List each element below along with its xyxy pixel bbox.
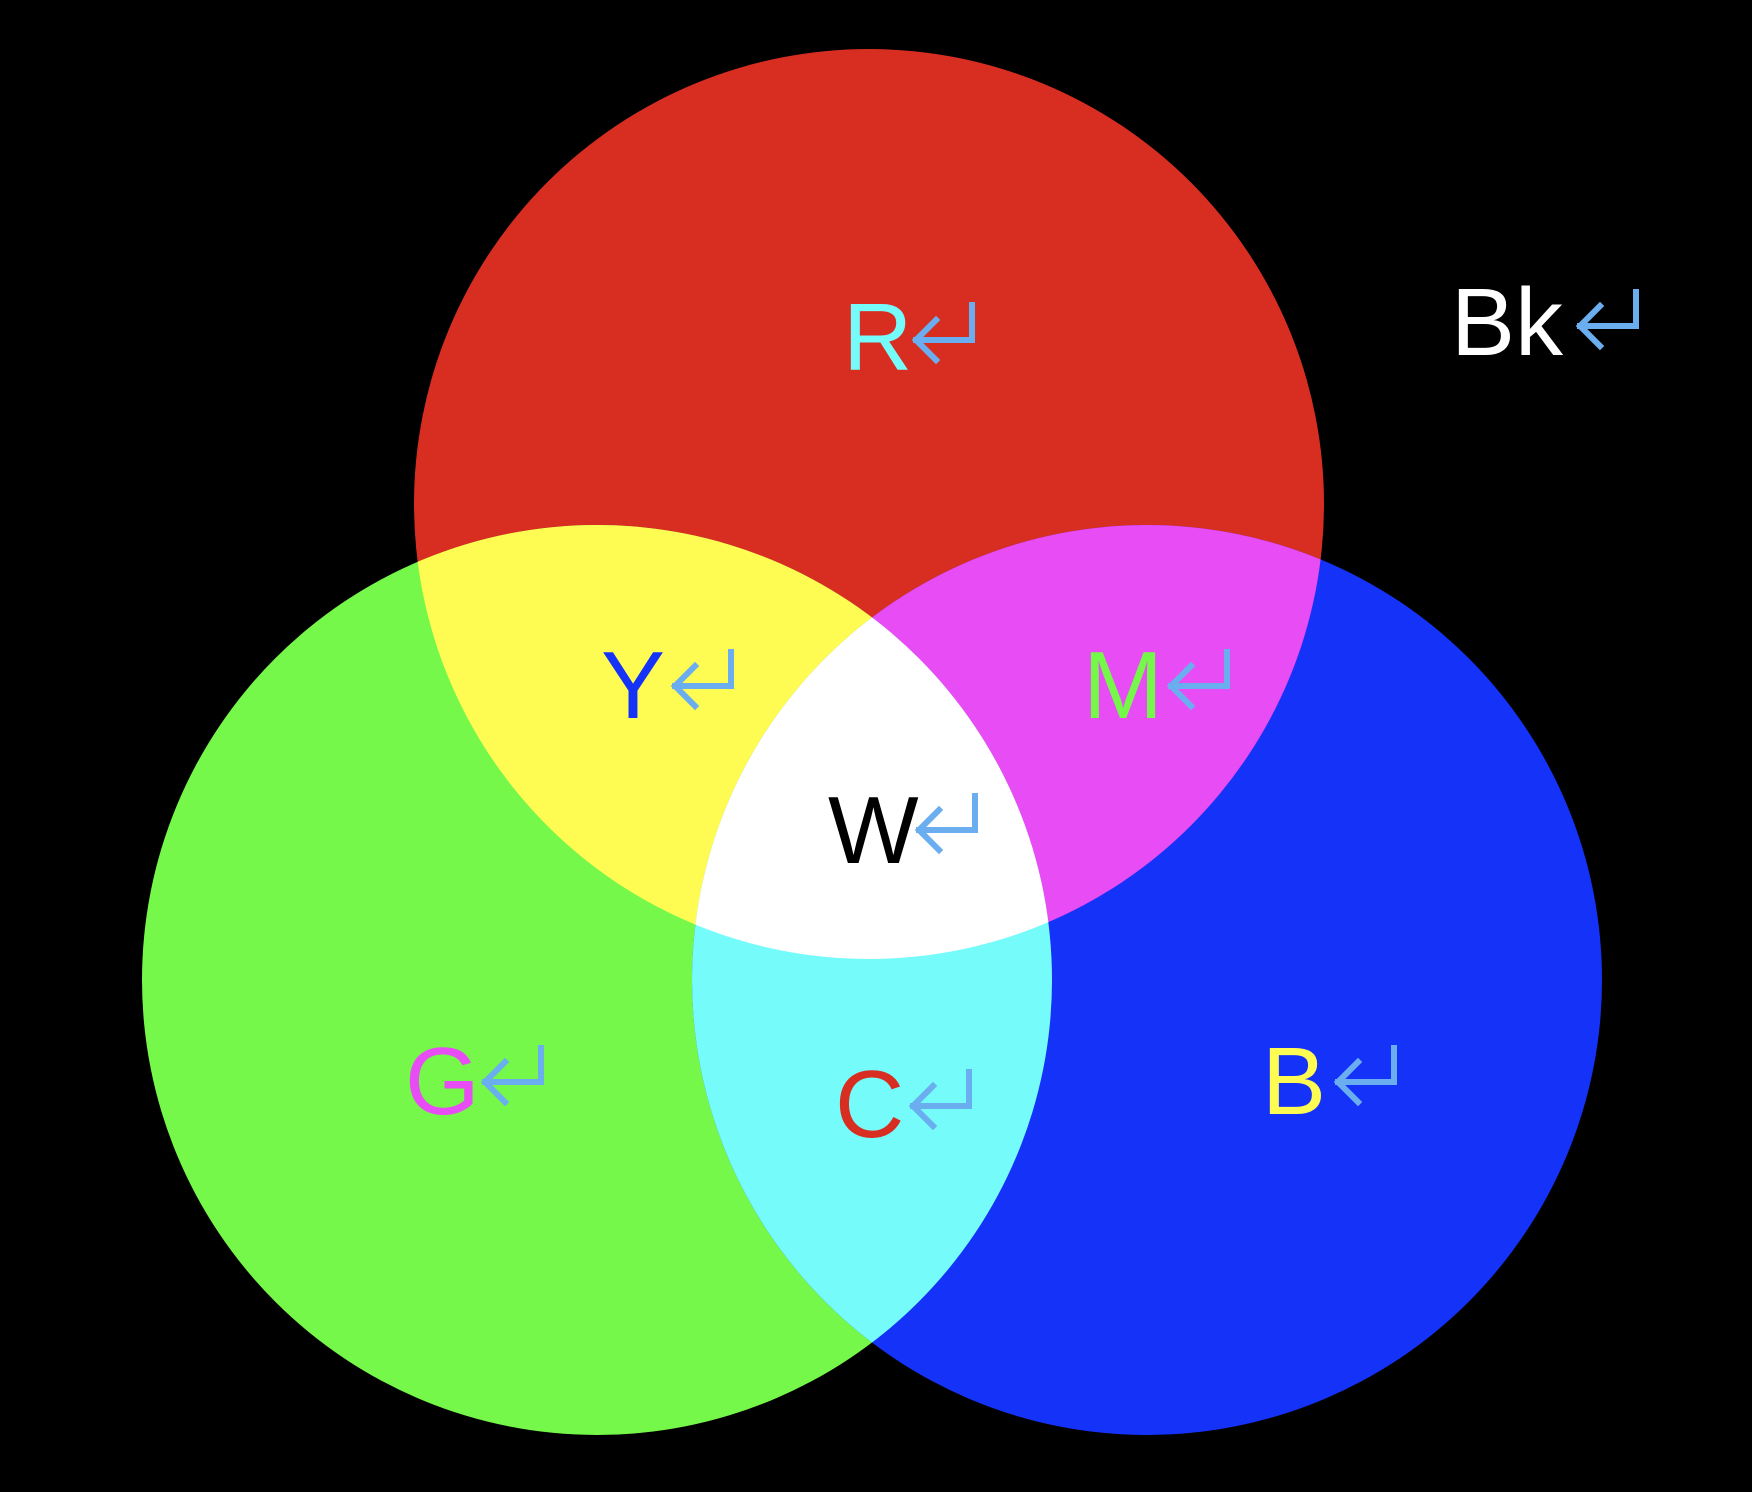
label-bk: Bk [1451,269,1564,376]
return-symbol-y [670,649,734,711]
label-w: W [828,777,919,884]
return-symbol-r [911,302,975,365]
label-c: C [835,1051,904,1158]
return-symbol-bk [1575,289,1639,351]
return-symbol-c [908,1069,972,1131]
label-y: Y [601,632,665,739]
label-m: M [1083,632,1163,739]
return-symbol-w [914,793,978,855]
return-symbol-b [1333,1045,1397,1107]
label-g: G [405,1028,480,1135]
white-overlap [692,525,1052,959]
return-symbol-g [480,1045,544,1107]
return-symbol-m [1166,649,1230,711]
label-b: B [1262,1028,1326,1135]
label-r: R [843,284,912,391]
